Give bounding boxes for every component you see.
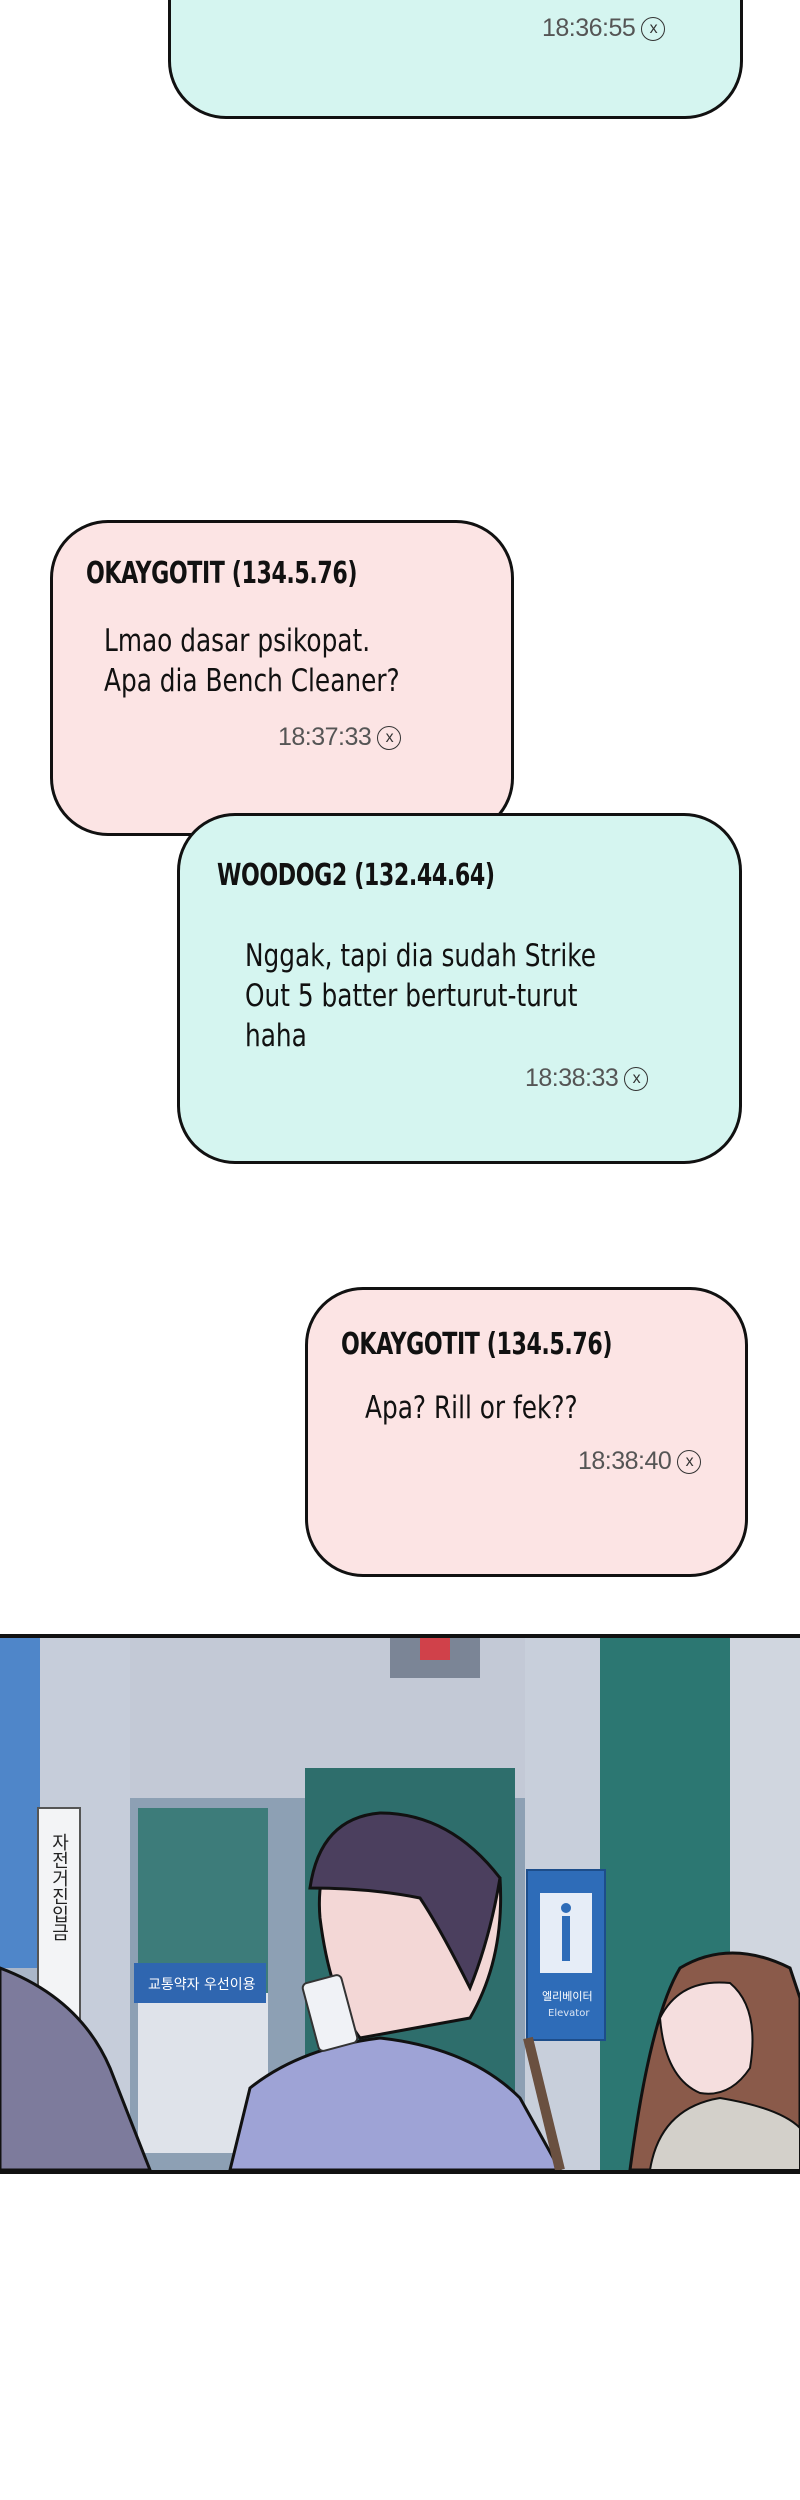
- chat-bubble: OKAYGOTIT (134.5.76) Lmao dasar psikopat…: [50, 520, 514, 836]
- message-timestamp: 18:36:55 x: [542, 14, 666, 43]
- sender-name: WOODOG2 (132.44.64): [217, 858, 495, 893]
- chat-bubble: WOODOG2 (132.44.64) Nggak, tapi dia suda…: [177, 813, 742, 1164]
- sender-name: OKAYGOTIT (134.5.76): [86, 556, 358, 591]
- message-text: Lmao dasar psikopat. Apa dia Bench Clean…: [104, 623, 400, 699]
- svg-text:Elevator: Elevator: [548, 2008, 590, 2019]
- chat-bubble: OKAYGOTIT (134.5.76) Apa? Rill or fek?? …: [305, 1287, 748, 1577]
- delete-message-icon[interactable]: x: [377, 725, 402, 750]
- message-text: Nggak, tapi dia sudah Strike Out 5 batte…: [245, 938, 596, 1054]
- svg-text:교통약자 우선이용: 교통약자 우선이용: [148, 1977, 256, 1993]
- svg-text:자전거진입금: 자전거진입금: [49, 1833, 70, 1941]
- message-timestamp: 18:38:33 x: [525, 1064, 649, 1093]
- delete-message-icon[interactable]: x: [641, 16, 666, 41]
- delete-message-icon[interactable]: x: [677, 1449, 702, 1474]
- message-timestamp: 18:38:40 x: [578, 1447, 702, 1476]
- elevator-scene-illustration: 자전거진입금 교통약자 우선이용 엘리베이터 Elevator: [0, 1638, 800, 2170]
- delete-message-icon[interactable]: x: [624, 1066, 649, 1091]
- message-text: Apa? Rill or fek??: [365, 1390, 578, 1426]
- message-timestamp: 18:37:33 x: [278, 723, 402, 752]
- svg-text:엘리베이터: 엘리베이터: [542, 1990, 593, 2003]
- comic-panel-elevator-scene: 자전거진입금 교통약자 우선이용 엘리베이터 Elevator: [0, 1634, 800, 2174]
- chat-bubble: 18:36:55 x: [168, 0, 743, 119]
- sender-name: OKAYGOTIT (134.5.76): [341, 1327, 613, 1362]
